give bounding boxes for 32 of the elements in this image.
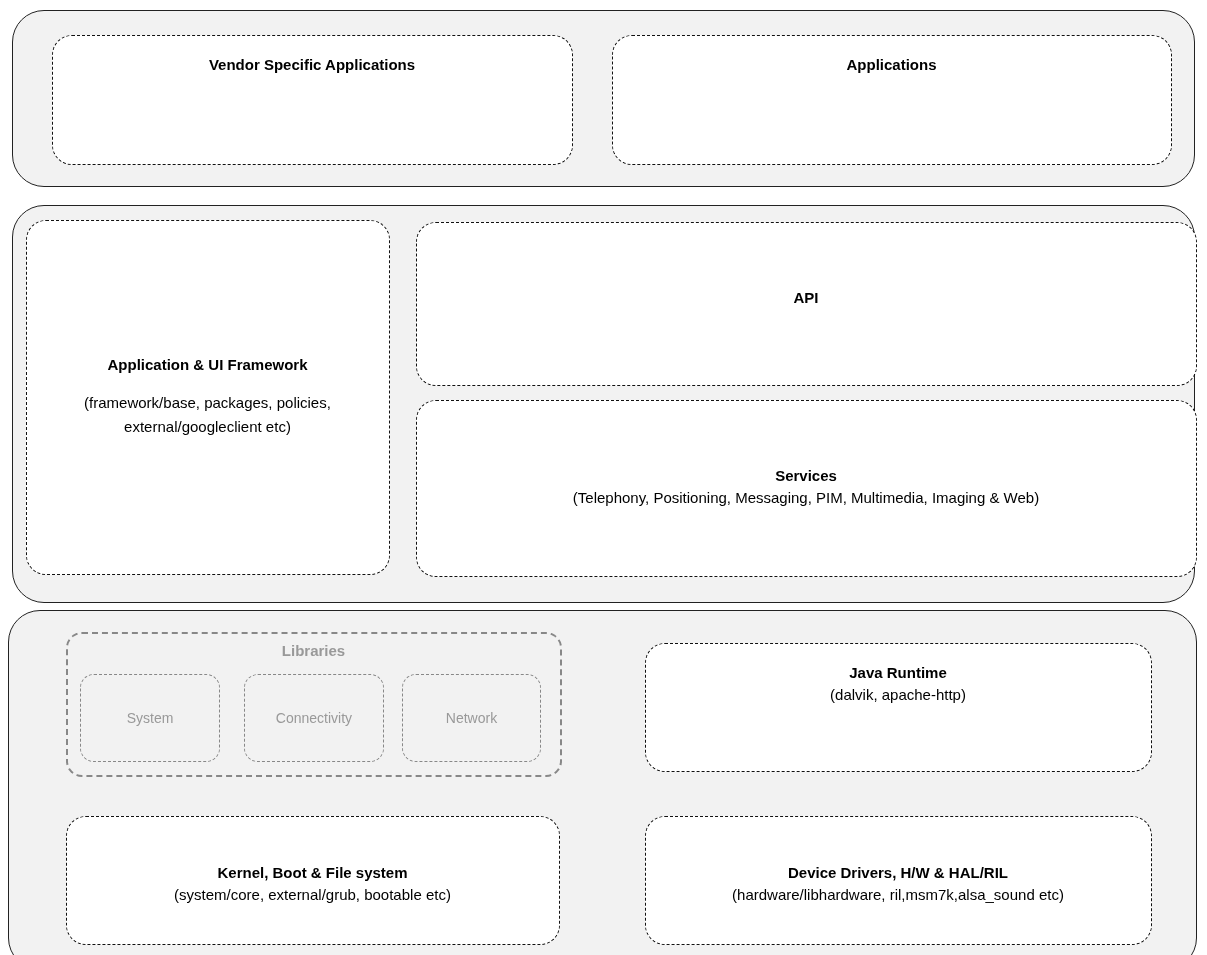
component-title: API: [793, 288, 819, 306]
component-box: [65, 815, 560, 945]
component-title: Kernel, Boot & File system: [217, 863, 408, 881]
component-box: [644, 642, 1152, 772]
component-box: [415, 221, 1197, 386]
component-description: (Telephony, Positioning, Messaging, PIM, Multimedia, Imaging & Web): [572, 487, 1040, 508]
layer-panel: [12, 10, 1195, 187]
component-title: Applications: [846, 55, 937, 73]
component-box: [25, 219, 390, 575]
component-box: [644, 815, 1152, 945]
component-description: (system/core, external/grub, bootable etc): [174, 884, 451, 905]
module-box: [402, 674, 541, 762]
component-box: [51, 34, 573, 165]
component-box: [415, 399, 1197, 577]
component-title: Java Runtime: [849, 663, 947, 681]
group-title: Libraries: [281, 641, 346, 659]
component-title: Application & UI Framework: [107, 355, 308, 373]
module-label: Connectivity: [275, 710, 353, 726]
component-title: Vendor Specific Applications: [208, 55, 416, 73]
component-title: Services: [775, 466, 837, 484]
group-box: [65, 631, 562, 777]
component-description: (hardware/libhardware, ril,msm7k,alsa_sound etc): [732, 884, 1064, 905]
layer-panel: [12, 205, 1195, 603]
module-label: Network: [445, 710, 498, 726]
component-description: (framework/base, packages, policies, external/googleclient etc): [83, 392, 332, 437]
module-box: [80, 674, 220, 762]
component-box: [611, 34, 1172, 165]
component-description: (dalvik, apache-http): [830, 684, 966, 705]
module-box: [244, 674, 384, 762]
layer-panel: [8, 610, 1197, 955]
module-label: System: [126, 710, 174, 726]
component-title: Device Drivers, H/W & HAL/RIL: [787, 863, 1009, 881]
